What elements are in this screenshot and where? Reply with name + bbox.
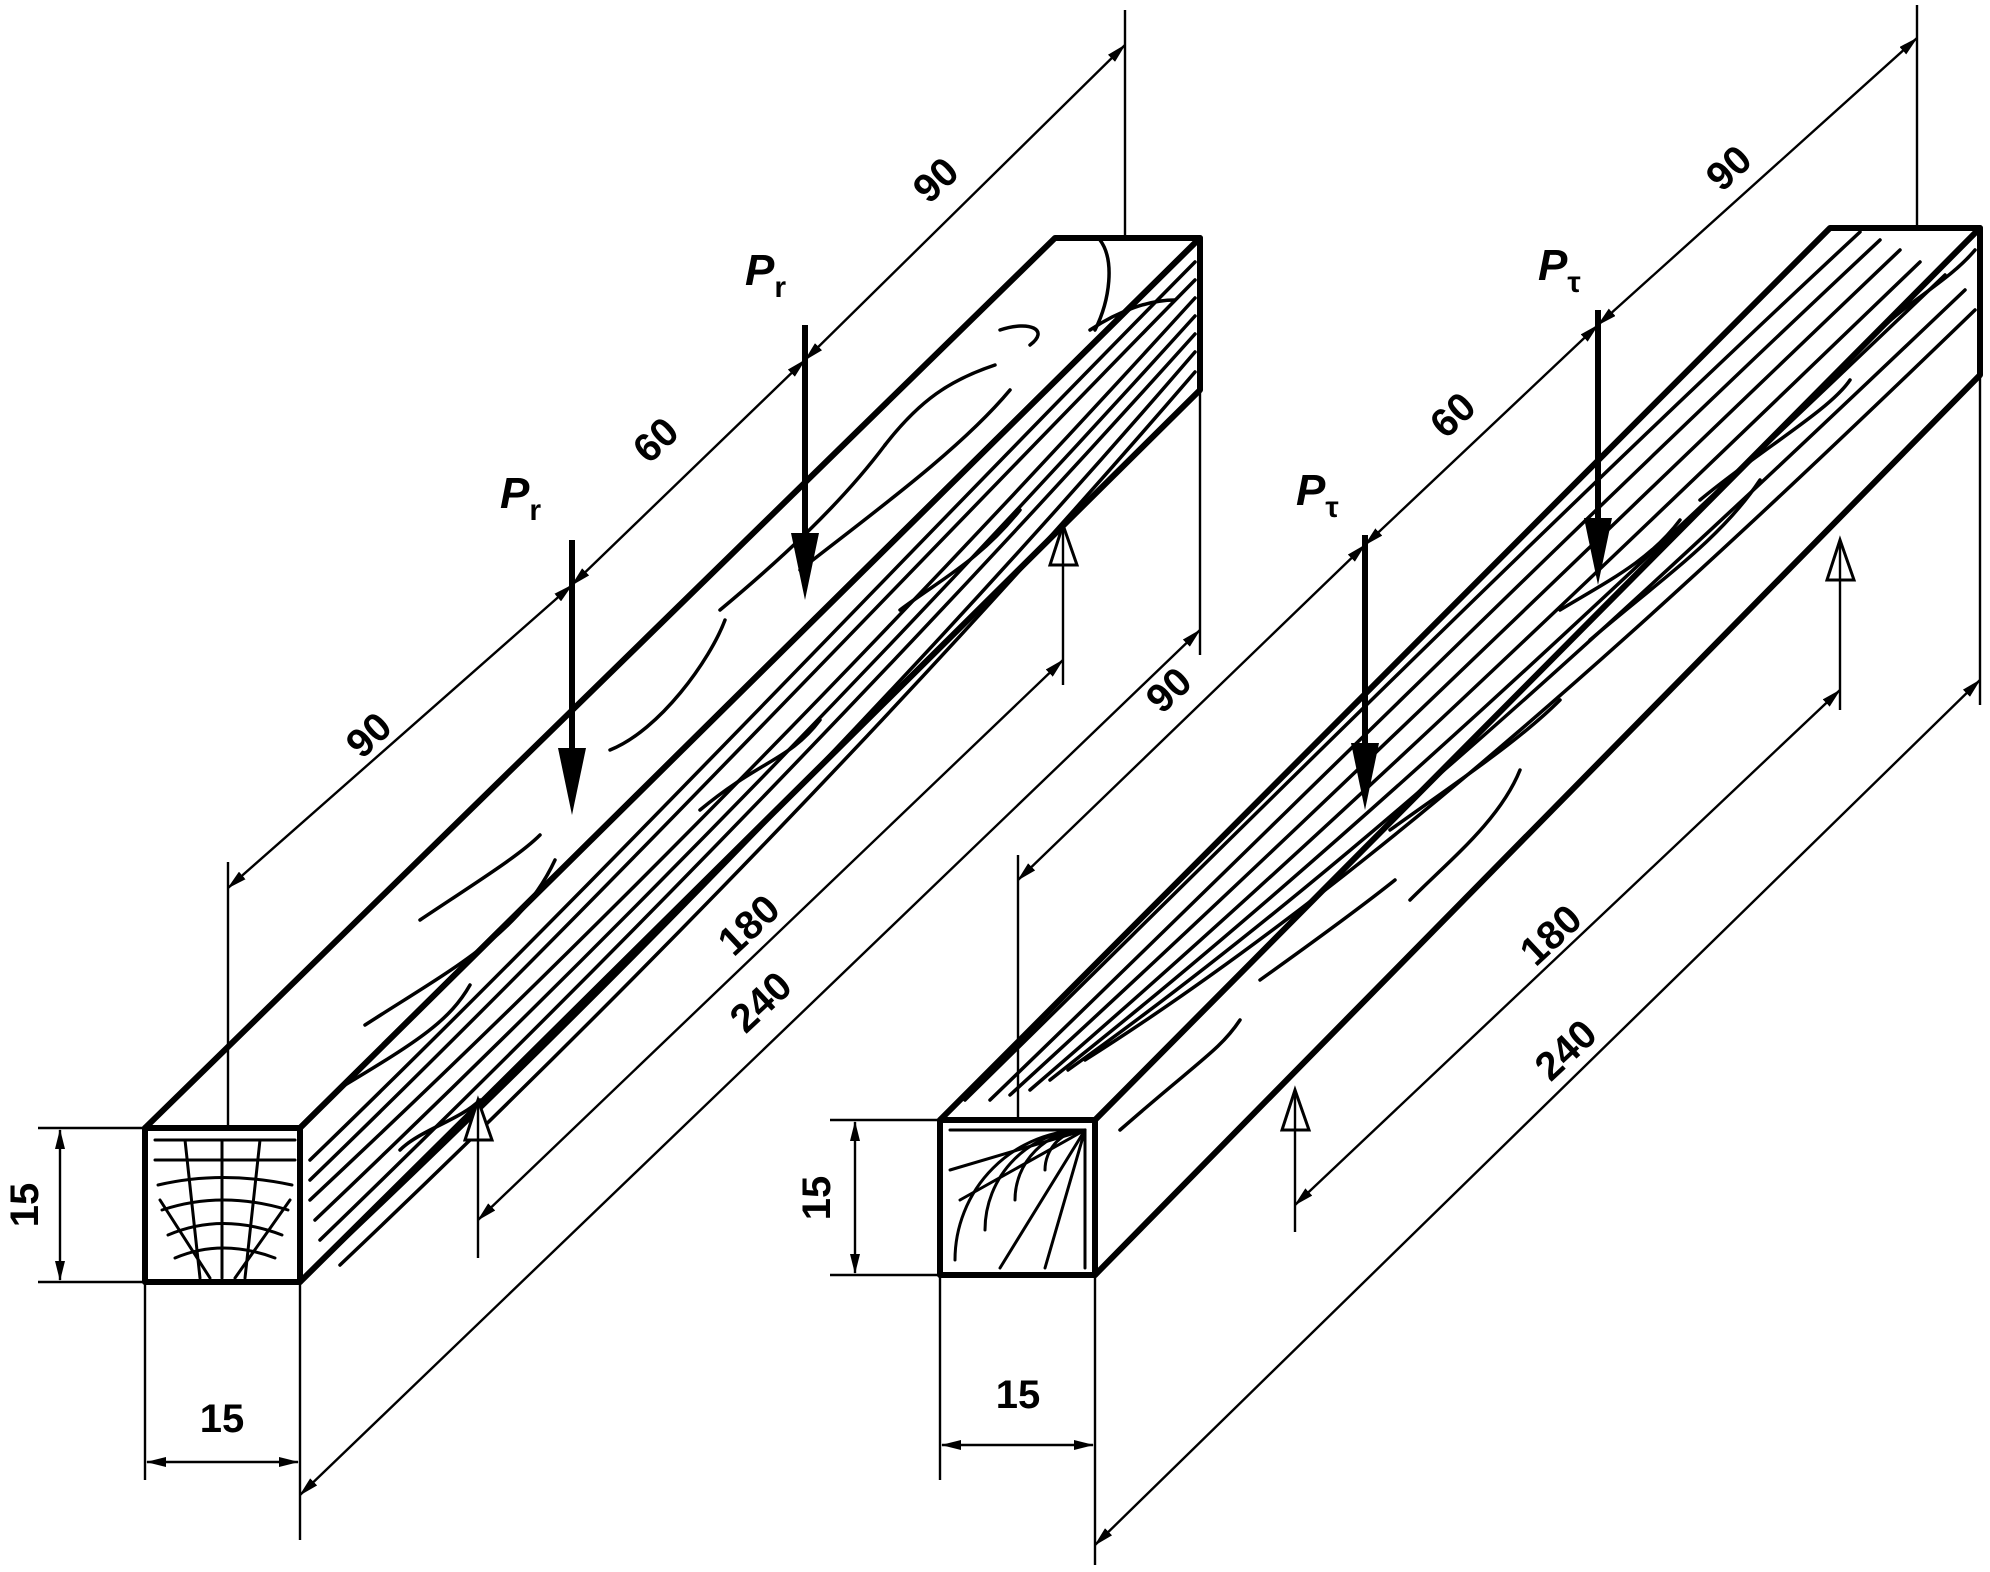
dimension-height — [38, 1126, 145, 1284]
load-label-1: Pτ — [1296, 466, 1339, 524]
dim-right-90: 90 — [1698, 137, 1761, 200]
specimen-radial: Pr Pr 90 60 90 180 — [3, 10, 1203, 1540]
dimension-top-chain — [226, 10, 1127, 1128]
dimension-width — [938, 1275, 1094, 1480]
dim-height-15: 15 — [795, 1176, 839, 1221]
dimension-width — [143, 1282, 299, 1480]
dim-height-15: 15 — [3, 1183, 47, 1228]
dimension-height — [830, 1118, 940, 1277]
dim-left-90: 90 — [338, 704, 401, 767]
dimension-length — [1093, 375, 1982, 1565]
dim-middle-60: 60 — [625, 409, 688, 472]
specimen-tangential: Pτ Pτ 90 60 90 180 — [795, 5, 1983, 1565]
end-face-radial-grain — [142, 1125, 303, 1285]
load-label-1: Pr — [500, 469, 541, 527]
dim-width-15: 15 — [200, 1397, 245, 1441]
load-label-2: Pr — [745, 246, 786, 304]
dim-right-90: 90 — [905, 149, 968, 212]
dim-length-240: 240 — [1527, 1012, 1606, 1090]
dim-span-180: 180 — [710, 887, 789, 965]
dim-span-180: 180 — [1512, 897, 1591, 975]
load-label-2: Pτ — [1538, 241, 1581, 299]
end-face-tangential-grain — [937, 1117, 1098, 1278]
dim-middle-60: 60 — [1422, 384, 1485, 447]
dim-width-15: 15 — [996, 1373, 1041, 1417]
